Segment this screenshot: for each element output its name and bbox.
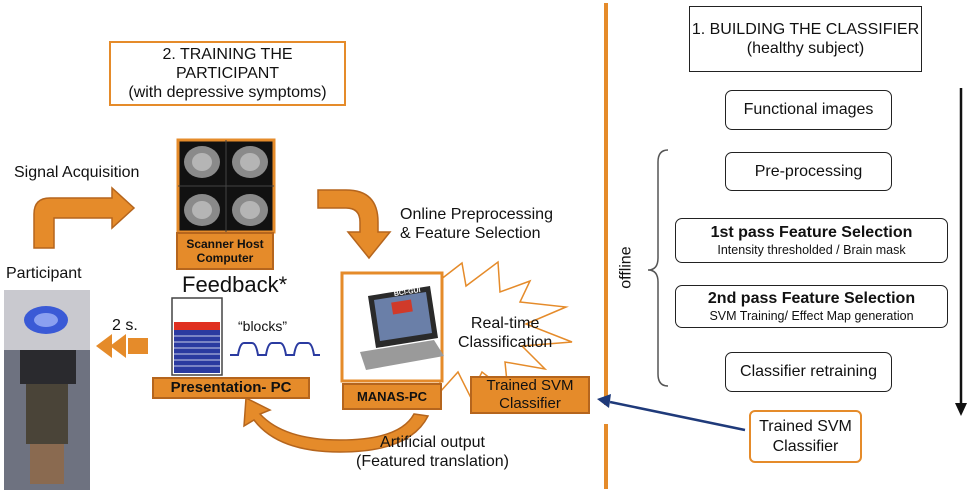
offline-brace <box>647 149 669 387</box>
trained-svm-left: Trained SVM Classifier <box>470 376 590 414</box>
participant-label: Participant <box>6 265 82 282</box>
two-seconds-arrow <box>96 334 148 358</box>
laptop-icon <box>340 271 444 383</box>
blocks-label: “blocks” <box>238 318 288 334</box>
signal-acquisition-label: Signal Acquisition <box>14 164 140 181</box>
step-retraining: Classifier retraining <box>725 352 892 392</box>
participant-photo <box>4 290 90 490</box>
online-line1: Online Preprocessing <box>400 206 553 223</box>
blocks-waveform <box>230 342 320 356</box>
training-participant-title: 2. TRAINING THE PARTICIPANT (with depres… <box>109 41 346 106</box>
offline-label: offline <box>617 246 635 289</box>
step-preprocessing-label: Pre-processing <box>754 162 863 180</box>
trained-svm-left-line1: Trained SVM <box>486 377 574 394</box>
artificial-line1: Artificial output <box>380 434 485 451</box>
manas-pc: MANAS-PC <box>342 383 442 410</box>
scanner-line2: Computer <box>196 251 254 265</box>
step-retraining-label: Classifier retraining <box>740 363 877 381</box>
signal-acquisition-arrow <box>33 186 136 249</box>
two-seconds-label: 2 s. <box>112 317 138 334</box>
trained-svm-right: Trained SVM Classifier <box>749 410 862 463</box>
realtime-line2: Classification <box>458 334 553 352</box>
building-classifier-title-line2: (healthy subject) <box>746 40 865 57</box>
step-functional-images: Functional images <box>725 90 892 130</box>
artificial-line2: (Featured translation) <box>356 453 509 471</box>
manas-pc-label: MANAS-PC <box>356 388 428 404</box>
feedback-label: Feedback* <box>182 272 288 297</box>
step-first-pass-title: 1st pass Feature Selection <box>710 224 913 242</box>
scanner-host-computer: Scanner Host Computer <box>176 232 274 270</box>
training-participant-title-line1: 2. TRAINING THE PARTICIPANT <box>162 45 293 82</box>
step-second-pass-sub: SVM Training/ Effect Map generation <box>709 308 914 323</box>
realtime-classification-label: Real-time Classification <box>458 314 552 352</box>
feedback-bar <box>171 297 223 376</box>
realtime-line1: Real-time <box>470 315 540 332</box>
trained-svm-left-line2: Classifier <box>499 395 561 412</box>
presentation-pc: Presentation- PC <box>152 377 310 399</box>
presentation-pc-label: Presentation- PC <box>170 379 292 396</box>
online-preprocessing-arrow <box>317 189 392 260</box>
training-participant-title-line2: (with depressive symptoms) <box>128 84 327 102</box>
step-second-pass-title: 2nd pass Feature Selection <box>707 290 916 308</box>
online-line2: & Feature Selection <box>400 225 541 243</box>
step-second-pass: 2nd pass Feature Selection SVM Training/… <box>675 285 948 328</box>
trained-svm-right-line2: Classifier <box>772 437 839 455</box>
building-classifier-title: 1. BUILDING THE CLASSIFIER (healthy subj… <box>689 6 922 72</box>
scanner-line1: Scanner Host <box>186 236 264 251</box>
online-preprocessing-label: Online Preprocessing & Feature Selection <box>400 205 553 243</box>
step-first-pass-sub: Intensity thresholded / Brain mask <box>717 242 906 257</box>
building-classifier-title-line1: 1. BUILDING THE CLASSIFIER <box>691 20 920 38</box>
step-preprocessing: Pre-processing <box>725 152 892 191</box>
artificial-output-label: Artificial output (Featured translation) <box>356 433 509 471</box>
brain-scan-images <box>176 138 276 234</box>
step-functional-images-label: Functional images <box>743 101 874 119</box>
trained-svm-right-line1: Trained SVM <box>759 418 852 436</box>
classifier-transfer-arrow <box>597 394 746 432</box>
pipeline-down-arrow <box>955 88 967 416</box>
step-first-pass: 1st pass Feature Selection Intensity thr… <box>675 218 948 263</box>
